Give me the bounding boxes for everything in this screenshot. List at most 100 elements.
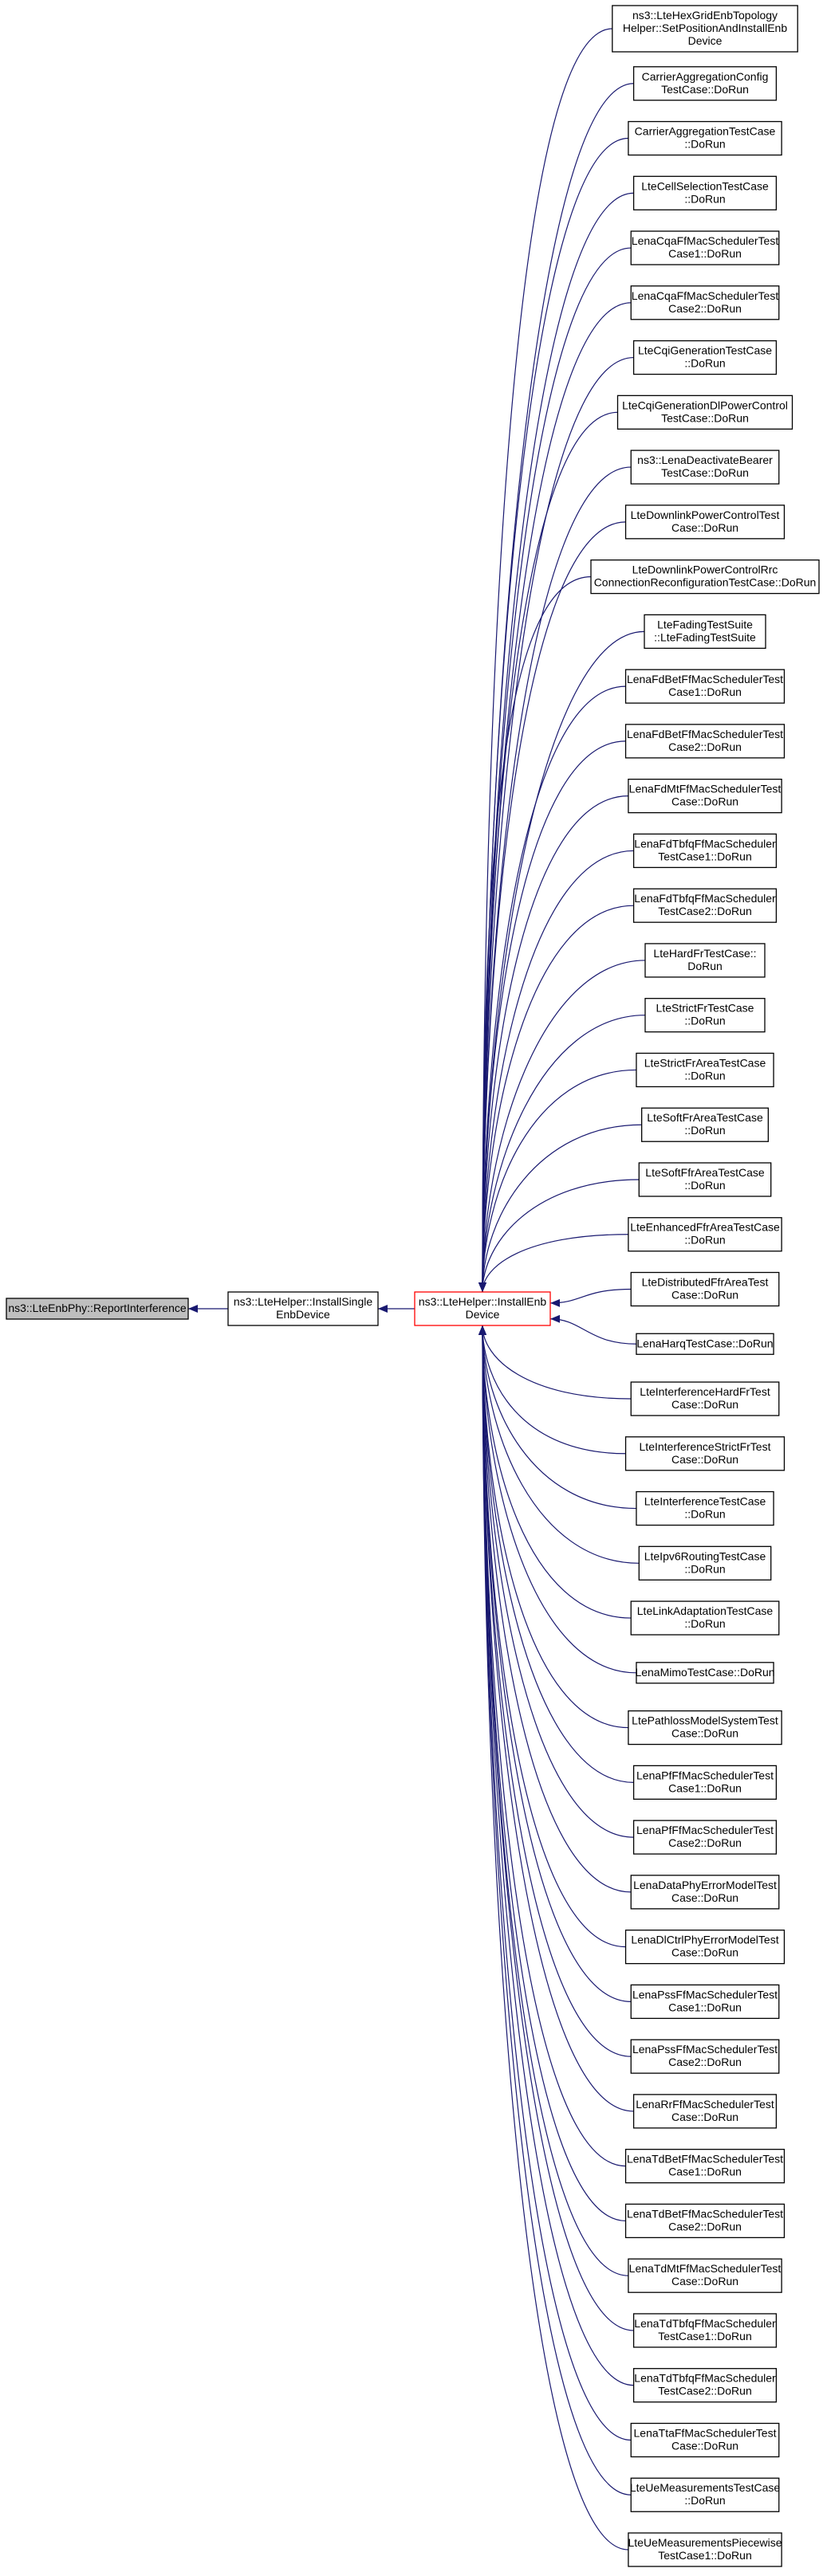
- caller-node-label: Case::DoRun: [671, 1727, 738, 1740]
- caller-node[interactable]: LteUeMeasurementsPiecewiseTestCase1::DoR…: [628, 2532, 782, 2567]
- caller-node-box: [630, 2422, 780, 2458]
- caller-node-label: LenaMimoTestCase::DoRun: [635, 1666, 774, 1679]
- caller-node-label: Case1::DoRun: [668, 685, 742, 698]
- caller-node-box: [628, 1710, 782, 1745]
- caller-node[interactable]: LteStrictFrTestCase::DoRun: [644, 998, 766, 1033]
- caller-node-label: LtePathlossModelSystemTest: [632, 1714, 778, 1727]
- caller-node-label: LenaTdBetFfMacSchedulerTest: [627, 2153, 783, 2166]
- caller-node[interactable]: LteHardFrTestCase::DoRun: [644, 943, 766, 978]
- caller-node-label: ns3::LteHexGridEnbTopology: [632, 9, 778, 22]
- edge-caller-to-hub: [478, 1325, 634, 1783]
- edge-caller-to-hub: [478, 1325, 632, 1893]
- caller-node-box: [624, 1436, 786, 1471]
- caller-node-label: ::DoRun: [684, 1124, 725, 1137]
- caller-node-box: [632, 1765, 778, 1800]
- caller-node[interactable]: CarrierAggregationTestCase::DoRun: [628, 120, 782, 156]
- caller-node-label: Case1::DoRun: [668, 2001, 742, 2013]
- caller-node-box: [632, 2094, 778, 2129]
- caller-node[interactable]: ns3::LteHexGridEnbTopologyHelper::SetPos…: [612, 5, 798, 53]
- edge-caller-to-hub: [478, 795, 628, 1293]
- edge-caller-to-hub: [478, 356, 634, 1293]
- caller-node-label: ::DoRun: [684, 2494, 725, 2507]
- caller-node-label: TestCase1::DoRun: [658, 2330, 752, 2342]
- caller-node[interactable]: LteInterferenceTestCase::DoRun: [636, 1490, 774, 1526]
- caller-node[interactable]: LteUeMeasurementsTestCase::DoRun: [630, 2477, 781, 2512]
- caller-node-label: CarrierAggregationConfig: [642, 70, 769, 83]
- caller-node-label: LenaCqaFfMacSchedulerTest: [632, 289, 779, 302]
- caller-node[interactable]: LteLinkAdaptationTestCase::DoRun: [630, 1600, 780, 1636]
- edge-caller-to-hub: [478, 576, 592, 1293]
- caller-node-box: [636, 1490, 774, 1526]
- caller-node-label: Case::DoRun: [671, 1891, 738, 1904]
- caller-node-box: [624, 1929, 786, 1965]
- caller-node-box: [630, 1381, 780, 1416]
- caller-node-label: Device: [688, 34, 723, 47]
- caller-node-label: Case1::DoRun: [668, 247, 742, 260]
- caller-node-label: LteInterferenceStrictFrTest: [640, 1440, 771, 1453]
- caller-node[interactable]: LteCellSelectionTestCase::DoRun: [632, 175, 778, 210]
- caller-node-label: Case::DoRun: [671, 1453, 738, 1466]
- caller-node[interactable]: LteEnhancedFfrAreaTestCase::DoRun: [628, 1217, 782, 1252]
- caller-node[interactable]: LenaHarqTestCase::DoRun: [636, 1333, 774, 1355]
- caller-node-label: ::LteFadingTestSuite: [654, 630, 756, 643]
- caller-node-label: LenaDataPhyErrorModelTest: [633, 1879, 777, 1891]
- caller-node-label: ::DoRun: [684, 138, 725, 151]
- caller-node-label: ::DoRun: [684, 357, 725, 370]
- caller-node[interactable]: LteIpv6RoutingTestCase::DoRun: [638, 1545, 772, 1581]
- caller-node-label: LenaFdBetFfMacSchedulerTest: [627, 673, 783, 685]
- caller-node[interactable]: LenaMimoTestCase::DoRun: [635, 1662, 775, 1684]
- caller-node[interactable]: LteCqiGenerationDlPowerControlTestCase::…: [616, 395, 793, 430]
- edge-caller-to-hub: [478, 137, 628, 1293]
- root-node[interactable]: ns3::LteEnbPhy::ReportInterference: [6, 1298, 189, 1320]
- caller-node[interactable]: LteCqiGenerationTestCase::DoRun: [632, 340, 778, 375]
- caller-node-label: LenaTdBetFfMacSchedulerTest: [627, 2207, 783, 2220]
- caller-node-label: Case::DoRun: [671, 2275, 738, 2287]
- caller-node-box: [638, 1162, 772, 1197]
- caller-node-label: LteCqiGenerationTestCase: [638, 344, 772, 357]
- caller-node[interactable]: LteSoftFfrAreaTestCase::DoRun: [638, 1162, 772, 1197]
- caller-node-label: TestCase2::DoRun: [658, 2385, 752, 2397]
- caller-node-box: [632, 175, 778, 210]
- caller-node-box: [628, 2258, 782, 2293]
- caller-node-box: [616, 395, 793, 430]
- caller-node[interactable]: LteDownlinkPowerControlRrcConnectionReco…: [590, 559, 820, 595]
- root-node-box: [6, 1298, 189, 1320]
- caller-node[interactable]: LteStrictFrAreaTestCase::DoRun: [636, 1052, 774, 1088]
- caller-node[interactable]: LteSoftFrAreaTestCase::DoRun: [641, 1107, 770, 1142]
- caller-node-label: LenaPfFfMacSchedulerTest: [636, 1769, 774, 1781]
- caller-node-label: ::DoRun: [684, 1015, 725, 1027]
- caller-node[interactable]: LteFadingTestSuite::LteFadingTestSuite: [644, 614, 766, 650]
- edge-caller-to-hub: [478, 1325, 634, 2386]
- caller-node-box: [630, 1271, 780, 1307]
